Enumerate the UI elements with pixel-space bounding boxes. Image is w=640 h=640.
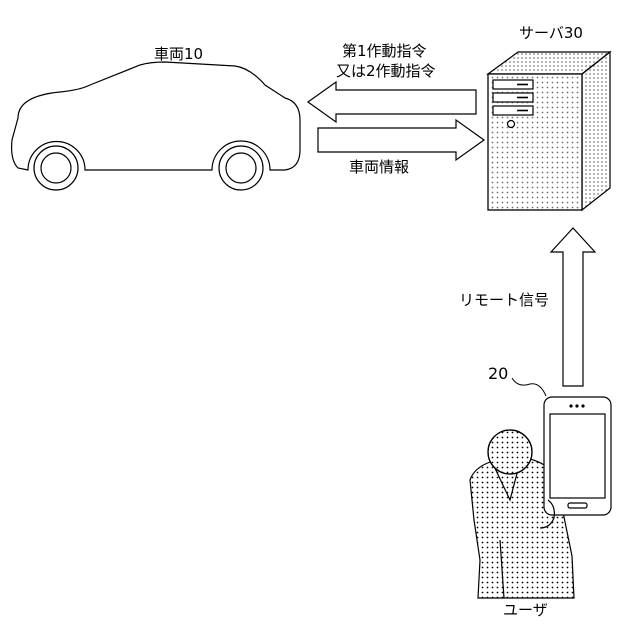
remote-signal-arrow [551, 228, 595, 386]
command-label-line2: 又は2作動指令 [336, 62, 436, 80]
vehicle-info-arrow [318, 120, 484, 160]
car-icon [12, 62, 300, 190]
remote-signal-label: リモート信号 [459, 291, 549, 309]
vehicle-label: 車両10 [154, 45, 203, 63]
terminal-reference-label: 20 [488, 365, 508, 383]
command-arrow [308, 82, 476, 122]
command-label-line1: 第1作動指令 [342, 42, 427, 60]
smartphone-icon [544, 397, 611, 515]
reference-leader-line [512, 378, 546, 396]
vehicle-info-label: 車両情報 [349, 158, 409, 176]
user-label: ユーザ [503, 601, 548, 619]
server-label: サーバ30 [519, 24, 583, 42]
server-tower-icon [488, 52, 610, 210]
